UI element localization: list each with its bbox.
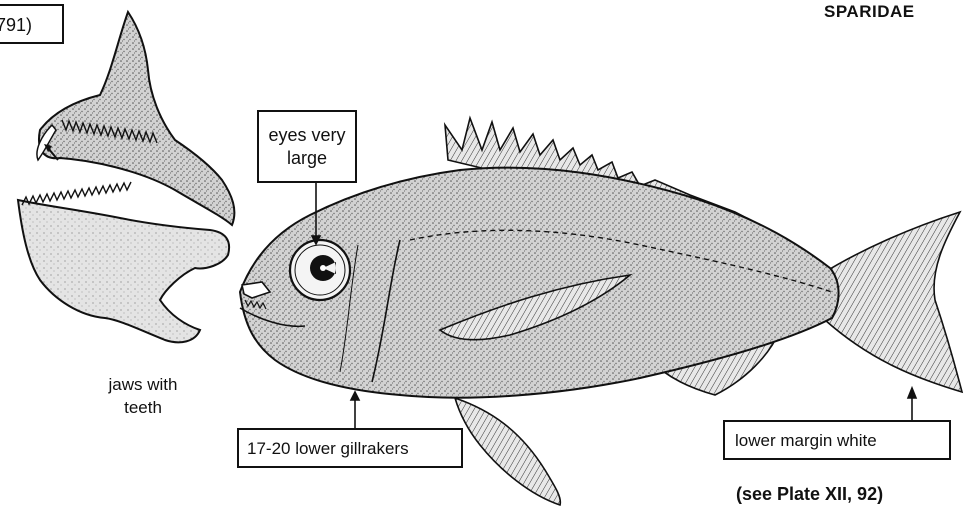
plate-reference: (see Plate XII, 92) (736, 484, 883, 505)
eyes-callout: eyes very large (257, 110, 357, 183)
gillrakers-callout: 17-20 lower gillrakers (237, 428, 463, 468)
jaw-drawing (18, 12, 234, 342)
caudal-fin (820, 212, 962, 392)
lower-margin-callout: lower margin white (723, 420, 951, 460)
lower-jaw (18, 200, 229, 342)
jaws-caption: jaws with teeth (88, 373, 198, 419)
pelvic-fin (455, 398, 560, 505)
